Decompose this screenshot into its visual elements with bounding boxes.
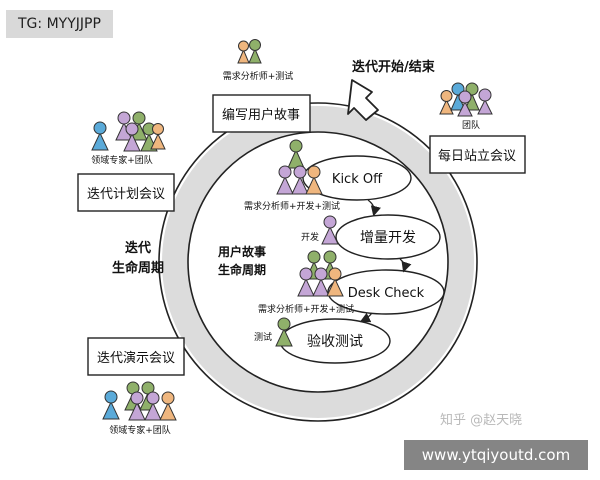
people-group-test [275,317,293,347]
watermark: 知乎 @赵天晓 [440,412,522,428]
person-icon [321,215,339,245]
planning-label: 迭代计划会议 [87,187,165,202]
person-icon [144,391,162,421]
person-icon [102,390,120,420]
arrow-dev-to-deskcheck [399,258,412,273]
person-icon [123,122,141,152]
start-end-label: 迭代开始/结束 [352,59,436,75]
demo-box [87,337,185,376]
person-icon [326,267,344,297]
overlay-tag: TG: MYYJJPP [6,10,113,38]
write-story-box [212,94,311,133]
write-story-label: 编写用户故事 [222,107,300,123]
people-group-dev [321,215,339,245]
role-kickoff: 需求分析师+开发+测试 [244,200,340,212]
person-icon [150,123,166,150]
arrow-deskcheck-to-acceptance [359,312,373,323]
person-icon [457,90,473,117]
standup-label: 每日站立会议 [438,148,516,164]
person-icon [287,139,305,169]
dev-ellipse [335,214,441,260]
person-icon [276,165,294,195]
role-dev: 开发 [301,231,319,243]
role-demo: 领域专家+团队 [109,424,171,436]
role-desk-check: 需求分析师+开发+测试 [258,303,354,315]
acceptance-label: 验收测试 [307,334,363,350]
planning-box [77,173,175,212]
kickoff-label: Kick Off [332,172,383,187]
role-test: 测试 [254,331,272,343]
inner-cycle-label-line1: 用户故事 [217,244,266,259]
outer-cycle-label-line1: 迭代 [125,240,151,256]
person-icon [128,391,146,421]
person-icon [305,165,323,195]
demo-label: 迭代演示会议 [97,350,175,366]
desk-check-ellipse [327,269,445,315]
person-icon [275,317,293,347]
people-group-demo [102,381,177,421]
inner-cycle-label-line2: 生命周期 [218,262,266,277]
person-icon [91,121,109,151]
people-group-kickoff [276,139,323,195]
person-icon [297,267,315,297]
iteration-ring-band [162,106,474,418]
person-icon [312,267,330,297]
person-icon [237,40,250,64]
role-standup: 团队 [462,119,480,131]
person-icon [248,39,262,64]
dev-label: 增量开发 [360,230,416,246]
people-group-planning [91,111,166,152]
people-group-desk-check [297,250,344,297]
arrow-kickoff-to-dev [367,199,381,217]
start-end-arrow [347,79,379,121]
kickoff-ellipse [302,155,412,201]
people-group-write-story [237,39,262,64]
standup-box [429,135,526,174]
desk-check-label: Desk Check [348,286,425,301]
outer-cycle-label-line2: 生命周期 [112,260,164,276]
person-icon [291,165,309,195]
people-group-standup [439,82,493,117]
person-icon [439,90,454,115]
site-banner: www.ytqiyoutd.com [404,440,588,470]
person-icon [477,88,493,115]
role-write-story: 需求分析师+测试 [223,70,294,82]
person-icon [159,391,177,421]
role-planning: 领域专家+团队 [91,154,153,166]
